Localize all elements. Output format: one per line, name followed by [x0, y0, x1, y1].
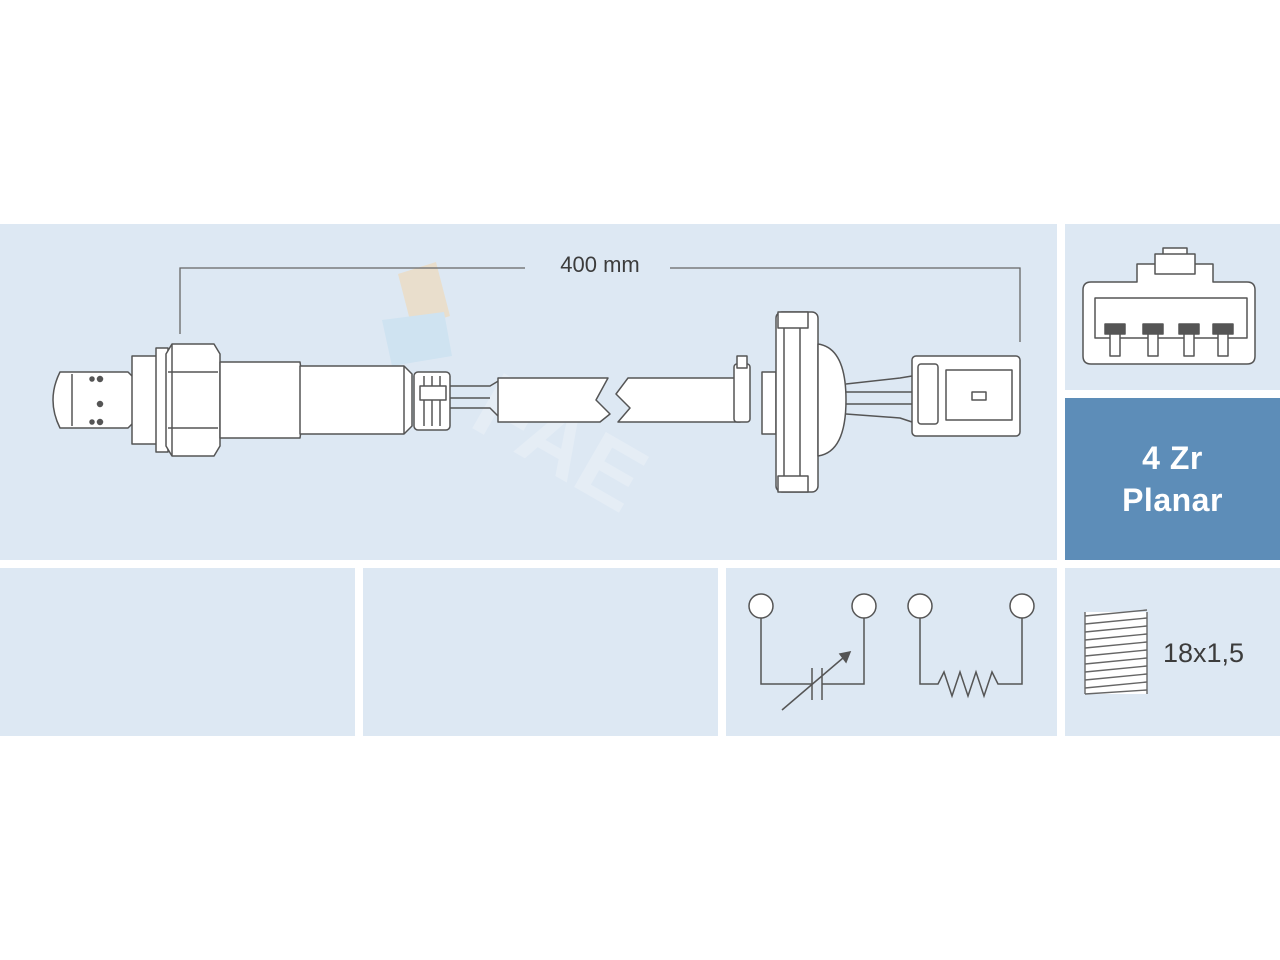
connector-face-panel: [1065, 224, 1280, 390]
blank-info-panel-2: [363, 568, 718, 736]
connector-pin-4: [1212, 323, 1234, 357]
thread-icon: [1084, 609, 1148, 695]
variable-resistor-symbol: [748, 593, 877, 711]
blank-info-panel-1: [0, 568, 355, 736]
thread-size-label: 18x1,5: [1163, 638, 1245, 668]
sensor-drawing-panel: FAE: [0, 224, 1057, 560]
probe-tip: [52, 371, 137, 429]
cable-sleeve-left: [497, 377, 611, 423]
length-dimension-line: [179, 267, 1021, 342]
sensor-type-line-2: Planar: [1122, 482, 1223, 518]
thread-spec-panel: 18x1,5: [1065, 568, 1280, 736]
connector-face-drawing: [1082, 247, 1256, 365]
sensor-drawing: FAE: [52, 262, 1021, 532]
circuit-diagram: [748, 593, 1035, 711]
circuit-diagram-panel: [726, 568, 1057, 736]
sensor-type-line-1: 4 Zr: [1142, 440, 1203, 476]
connector-pin-1: [1104, 323, 1126, 357]
sensor-body: [219, 361, 304, 439]
cable-sleeve-right: [615, 377, 741, 423]
connector-pin-3: [1178, 323, 1200, 357]
length-label: 400 mm: [560, 252, 640, 277]
heater-resistor-symbol: [907, 593, 1035, 699]
flange-collar: [131, 355, 159, 445]
hex-nut: [165, 343, 221, 457]
sensor-type-panel: 4 Zr Planar: [1065, 398, 1280, 560]
cable-clip: [733, 363, 751, 423]
connector-pin-2: [1142, 323, 1164, 357]
mount-grommet: [761, 371, 777, 435]
